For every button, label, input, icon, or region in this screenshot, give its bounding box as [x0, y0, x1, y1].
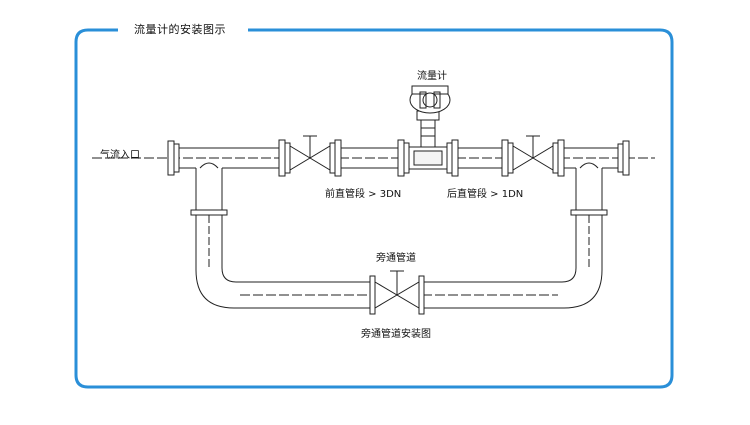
pipe-network [92, 85, 655, 315]
inlet-label: 气流入口 [100, 150, 140, 161]
inlet-flange [167, 140, 175, 176]
caption-label: 旁通管道安装图 [361, 329, 431, 340]
outlet-flange [622, 140, 630, 176]
bypass-outer-left [195, 215, 373, 309]
left-bypass-flange [190, 209, 228, 216]
left-tee-branch [195, 162, 223, 210]
right-bypass-flange [570, 209, 608, 216]
meter-neck [420, 119, 436, 148]
flange [278, 139, 286, 177]
diagram-title: 流量计的安装图示 [128, 21, 232, 37]
right-tee-body [564, 147, 618, 169]
bypass-inner-right [420, 215, 577, 283]
meter-display-icon [422, 92, 438, 108]
inlet-flange-neck [173, 143, 180, 173]
downstream-straight-pipe [458, 147, 502, 169]
upstream-label: 前直管段 > 3DN [325, 189, 402, 200]
downstream-label: 后直管段 > 1DN [447, 189, 524, 200]
right-tee-branch [575, 162, 603, 210]
frame-border [74, 28, 674, 389]
upstream-straight-pipe [341, 147, 398, 169]
bypass-inner-left [221, 215, 373, 283]
bypass-outer-right [420, 215, 603, 309]
left-tee-body [179, 147, 279, 169]
meter-label: 流量计 [417, 71, 447, 82]
bypass-label: 旁通管道 [376, 253, 416, 264]
